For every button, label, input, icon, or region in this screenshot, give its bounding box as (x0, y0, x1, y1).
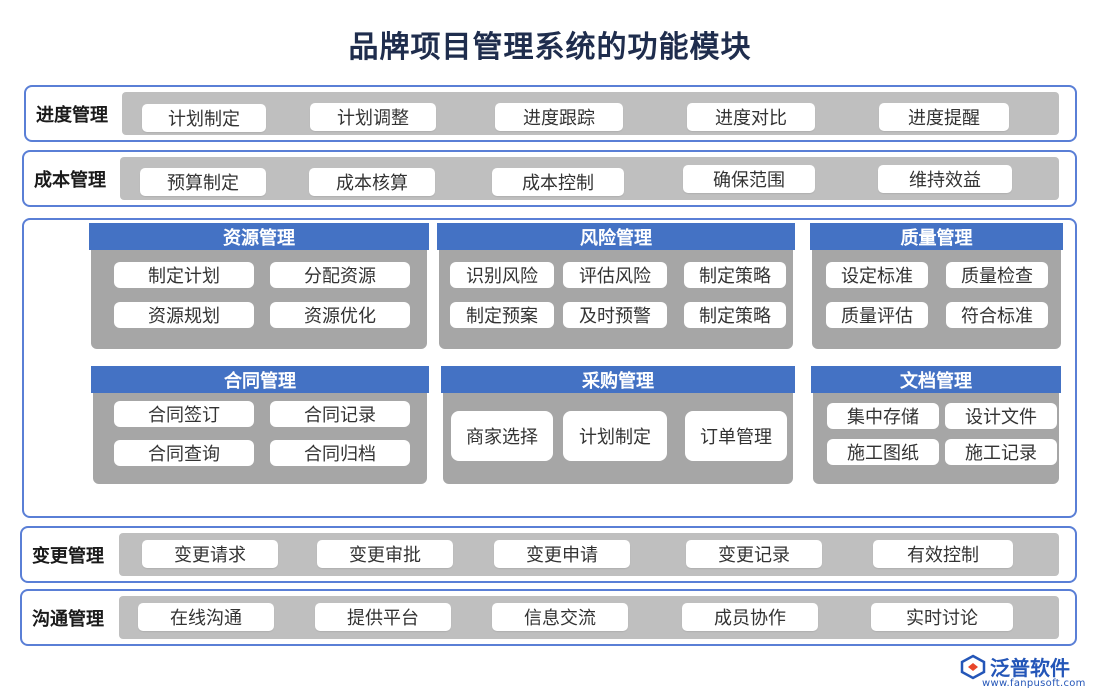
module-quality: 质量管理 设定标准 质量检查 质量评估 符合标准 (810, 223, 1063, 349)
module-procurement-body: 商家选择 计划制定 订单管理 (443, 393, 793, 484)
risk-item: 评估风险 (563, 262, 667, 288)
module-resource: 资源管理 制定计划 分配资源 资源规划 资源优化 (89, 223, 429, 349)
module-contract-title: 合同管理 (91, 366, 429, 393)
brand-logo-icon (960, 654, 986, 680)
quality-item: 质量评估 (826, 302, 928, 328)
contract-item: 合同查询 (114, 440, 254, 466)
procurement-item: 订单管理 (685, 411, 787, 461)
module-quality-body: 设定标准 质量检查 质量评估 符合标准 (812, 250, 1061, 349)
document-item: 集中存储 (827, 403, 939, 429)
diagram-title: 品牌项目管理系统的功能模块 (348, 30, 752, 65)
module-risk-title: 风险管理 (437, 223, 795, 250)
schedule-item: 进度跟踪 (495, 103, 623, 131)
module-procurement: 采购管理 商家选择 计划制定 订单管理 (441, 366, 795, 484)
module-resource-title: 资源管理 (89, 223, 429, 250)
module-quality-title: 质量管理 (810, 223, 1063, 250)
brand-logo-name: 泛普软件 (990, 656, 1070, 680)
row-cost-panel: 预算制定 成本核算 成本控制 确保范围 维持效益 (120, 157, 1059, 200)
resource-item: 分配资源 (270, 262, 410, 288)
change-item: 变更审批 (317, 540, 453, 568)
document-item: 设计文件 (945, 403, 1057, 429)
quality-item: 符合标准 (946, 302, 1048, 328)
cost-item: 确保范围 (683, 165, 815, 193)
module-document: 文档管理 集中存储 设计文件 施工图纸 施工记录 (811, 366, 1061, 484)
change-item: 变更记录 (686, 540, 822, 568)
cost-item: 预算制定 (140, 168, 266, 196)
risk-item: 制定预案 (450, 302, 554, 328)
contract-item: 合同记录 (270, 401, 410, 427)
row-change: 变更管理 变更请求 变更审批 变更申请 变更记录 有效控制 (20, 526, 1077, 583)
row-cost: 成本管理 预算制定 成本核算 成本控制 确保范围 维持效益 (22, 150, 1077, 207)
risk-item: 制定策略 (684, 302, 786, 328)
row-communication-panel: 在线沟通 提供平台 信息交流 成员协作 实时讨论 (119, 596, 1059, 639)
change-item: 变更请求 (142, 540, 278, 568)
communication-item: 提供平台 (315, 603, 451, 631)
row-change-label: 变更管理 (32, 545, 104, 567)
cost-item: 成本控制 (492, 168, 624, 196)
procurement-item: 商家选择 (451, 411, 553, 461)
change-item: 变更申请 (494, 540, 630, 568)
module-document-title: 文档管理 (811, 366, 1061, 393)
row-schedule-label: 进度管理 (36, 104, 108, 126)
risk-item: 制定策略 (684, 262, 786, 288)
schedule-item: 进度提醒 (879, 103, 1009, 131)
schedule-item: 计划调整 (310, 103, 436, 131)
cost-item: 维持效益 (878, 165, 1012, 193)
module-procurement-title: 采购管理 (441, 366, 795, 393)
cost-item: 成本核算 (309, 168, 435, 196)
schedule-item: 计划制定 (142, 104, 266, 132)
communication-item: 实时讨论 (871, 603, 1013, 631)
row-change-panel: 变更请求 变更审批 变更申请 变更记录 有效控制 (119, 533, 1059, 576)
schedule-item: 进度对比 (687, 103, 815, 131)
row-schedule: 进度管理 计划制定 计划调整 进度跟踪 进度对比 进度提醒 (24, 85, 1077, 142)
risk-item: 及时预警 (563, 302, 667, 328)
module-resource-body: 制定计划 分配资源 资源规划 资源优化 (91, 250, 427, 349)
document-item: 施工记录 (945, 439, 1057, 465)
module-risk: 风险管理 识别风险 评估风险 制定策略 制定预案 及时预警 制定策略 (437, 223, 795, 349)
risk-item: 识别风险 (450, 262, 554, 288)
row-cost-label: 成本管理 (34, 169, 106, 191)
resource-item: 制定计划 (114, 262, 254, 288)
row-schedule-panel: 计划制定 计划调整 进度跟踪 进度对比 进度提醒 (122, 92, 1059, 135)
contract-item: 合同签订 (114, 401, 254, 427)
resource-item: 资源优化 (270, 302, 410, 328)
module-contract-body: 合同签订 合同记录 合同查询 合同归档 (93, 393, 427, 484)
document-item: 施工图纸 (827, 439, 939, 465)
row-communication: 沟通管理 在线沟通 提供平台 信息交流 成员协作 实时讨论 (20, 589, 1077, 646)
brand-logo: 泛普软件 www.fanpusoft.com (960, 652, 1090, 692)
change-item: 有效控制 (873, 540, 1013, 568)
module-risk-body: 识别风险 评估风险 制定策略 制定预案 及时预警 制定策略 (439, 250, 793, 349)
brand-logo-url: www.fanpusoft.com (982, 678, 1086, 689)
quality-item: 设定标准 (826, 262, 928, 288)
communication-item: 在线沟通 (138, 603, 274, 631)
communication-item: 成员协作 (682, 603, 818, 631)
row-communication-label: 沟通管理 (32, 608, 104, 630)
procurement-item: 计划制定 (563, 411, 667, 461)
quality-item: 质量检查 (946, 262, 1048, 288)
contract-item: 合同归档 (270, 440, 410, 466)
communication-item: 信息交流 (492, 603, 628, 631)
resource-item: 资源规划 (114, 302, 254, 328)
module-contract: 合同管理 合同签订 合同记录 合同查询 合同归档 (91, 366, 429, 484)
module-document-body: 集中存储 设计文件 施工图纸 施工记录 (813, 393, 1059, 484)
